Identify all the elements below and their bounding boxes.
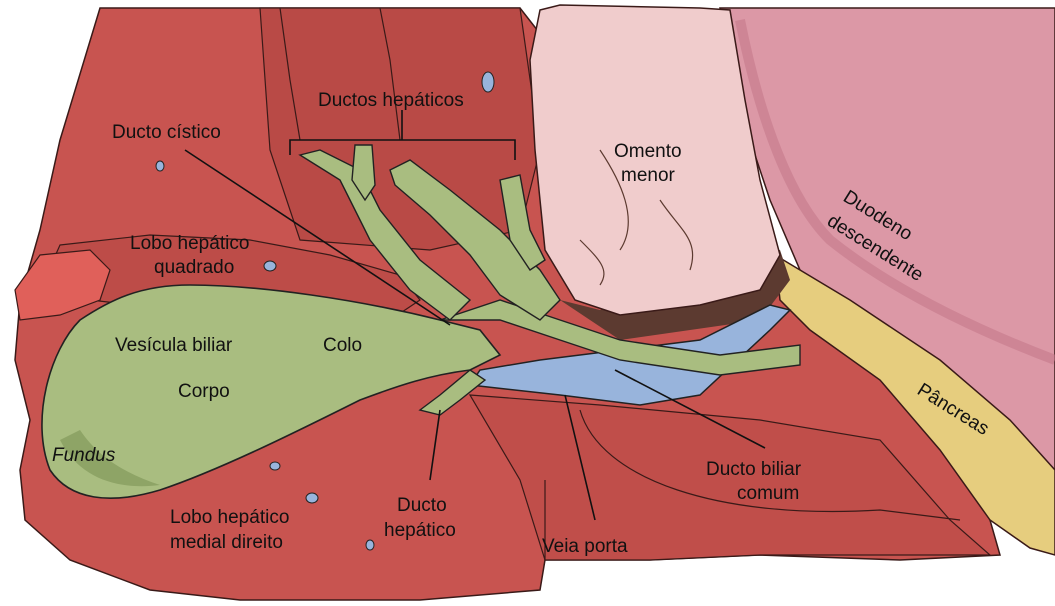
label-lobo-quadrado-2: quadrado bbox=[154, 257, 234, 278]
label-ducto-biliar-1: Ducto biliar bbox=[706, 459, 802, 480]
label-omento-menor-2: menor bbox=[621, 165, 676, 186]
liver-spot bbox=[156, 161, 164, 171]
label-ducto-cistico: Ducto cístico bbox=[112, 122, 221, 143]
liver-spot bbox=[264, 261, 276, 271]
label-colo: Colo bbox=[323, 335, 362, 356]
liver-spot bbox=[270, 462, 280, 470]
label-ductos-hepaticos: Ductos hepáticos bbox=[318, 90, 464, 111]
label-omento-menor-1: Omento bbox=[614, 141, 682, 162]
liver-upper-lobe bbox=[260, 8, 540, 250]
label-fundus: Fundus bbox=[52, 445, 116, 466]
label-lobo-medial-1: Lobo hepático bbox=[170, 507, 289, 528]
label-corpo: Corpo bbox=[178, 381, 230, 402]
liver-spot bbox=[366, 540, 374, 550]
label-vesicula-biliar: Vesícula biliar bbox=[115, 335, 233, 356]
label-ducto-biliar-2: comum bbox=[737, 483, 799, 504]
label-lobo-medial-2: medial direito bbox=[170, 532, 283, 553]
label-veia-porta: Veia porta bbox=[542, 536, 628, 557]
label-lobo-quadrado-1: Lobo hepático bbox=[130, 233, 249, 254]
liver-spot bbox=[306, 493, 318, 503]
label-ducto-hepatico-2: hepático bbox=[384, 520, 456, 541]
label-ducto-hepatico-1: Ducto bbox=[397, 495, 447, 516]
liver-spot bbox=[482, 72, 494, 92]
